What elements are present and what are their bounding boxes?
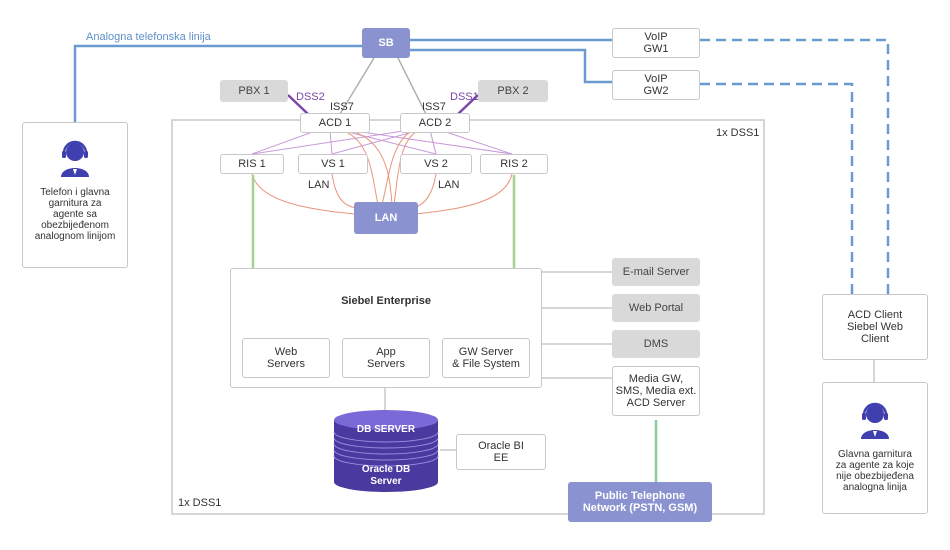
headset-agent-icon — [861, 402, 889, 439]
db-server-label: DB SERVER — [356, 424, 416, 435]
ris2[interactable]: RIS 2 — [480, 154, 548, 174]
vs1[interactable]: VS 1 — [298, 154, 368, 174]
dss1-right-label: 1x DSS1 — [716, 127, 760, 139]
gw-server[interactable]: GW Server & File System — [442, 338, 530, 378]
web-servers[interactable]: Web Servers — [242, 338, 330, 378]
headset-agent-icon — [61, 140, 89, 177]
media-gw[interactable]: Media GW, SMS, Media ext. ACD Server — [612, 366, 700, 416]
lan-right-label: LAN — [438, 179, 460, 191]
right-client-box[interactable]: ACD Client Siebel Web Client — [822, 294, 928, 360]
right-agent-label: Glavna garnitura za agente za koje nije … — [835, 449, 915, 493]
dss2-label: DSS2 — [296, 91, 325, 103]
voip-gw2[interactable]: VoIP GW2 — [612, 70, 700, 100]
pstn-node[interactable]: Public Telephone Network (PSTN, GSM) — [568, 482, 712, 522]
gw2-dashed — [700, 82, 854, 294]
app-servers[interactable]: App Servers — [342, 338, 430, 378]
iss7-left-label: ISS7 — [330, 101, 354, 113]
left-agent-box[interactable]: Telefon i glavna garnitura za agente sa … — [22, 122, 128, 268]
oracle-db-label: Oracle DB Server — [361, 464, 411, 487]
sb-gw2-line — [410, 48, 612, 84]
acd1[interactable]: ACD 1 — [300, 113, 370, 133]
oracle-bi[interactable]: Oracle BI EE — [456, 434, 546, 470]
lan-left-label: LAN — [308, 179, 330, 191]
iss7-right-label: ISS7 — [422, 101, 446, 113]
acd2[interactable]: ACD 2 — [400, 113, 470, 133]
dss1-top-label: DSS1 — [450, 91, 479, 103]
left-agent-label: Telefon i glavna garnitura za agente sa … — [34, 187, 116, 242]
vs2[interactable]: VS 2 — [400, 154, 472, 174]
lan-node[interactable]: LAN — [354, 202, 418, 234]
analog-line — [73, 44, 362, 122]
web-portal[interactable]: Web Portal — [612, 294, 700, 322]
right-agent-box[interactable]: Glavna garnitura za agente za koje nije … — [822, 382, 928, 514]
ris1[interactable]: RIS 1 — [220, 154, 284, 174]
dss1-bottom-label: 1x DSS1 — [178, 497, 222, 509]
pbx1[interactable]: PBX 1 — [220, 80, 288, 102]
voip-gw1[interactable]: VoIP GW1 — [612, 28, 700, 58]
email-server[interactable]: E-mail Server — [612, 258, 700, 286]
sb-node[interactable]: SB — [362, 28, 410, 58]
siebel-title: Siebel Enterprise — [341, 295, 431, 307]
analog-line-label: Analogna telefonska linija — [86, 31, 211, 43]
gw1-dashed — [700, 38, 890, 294]
dms[interactable]: DMS — [612, 330, 700, 358]
pbx2[interactable]: PBX 2 — [478, 80, 548, 102]
